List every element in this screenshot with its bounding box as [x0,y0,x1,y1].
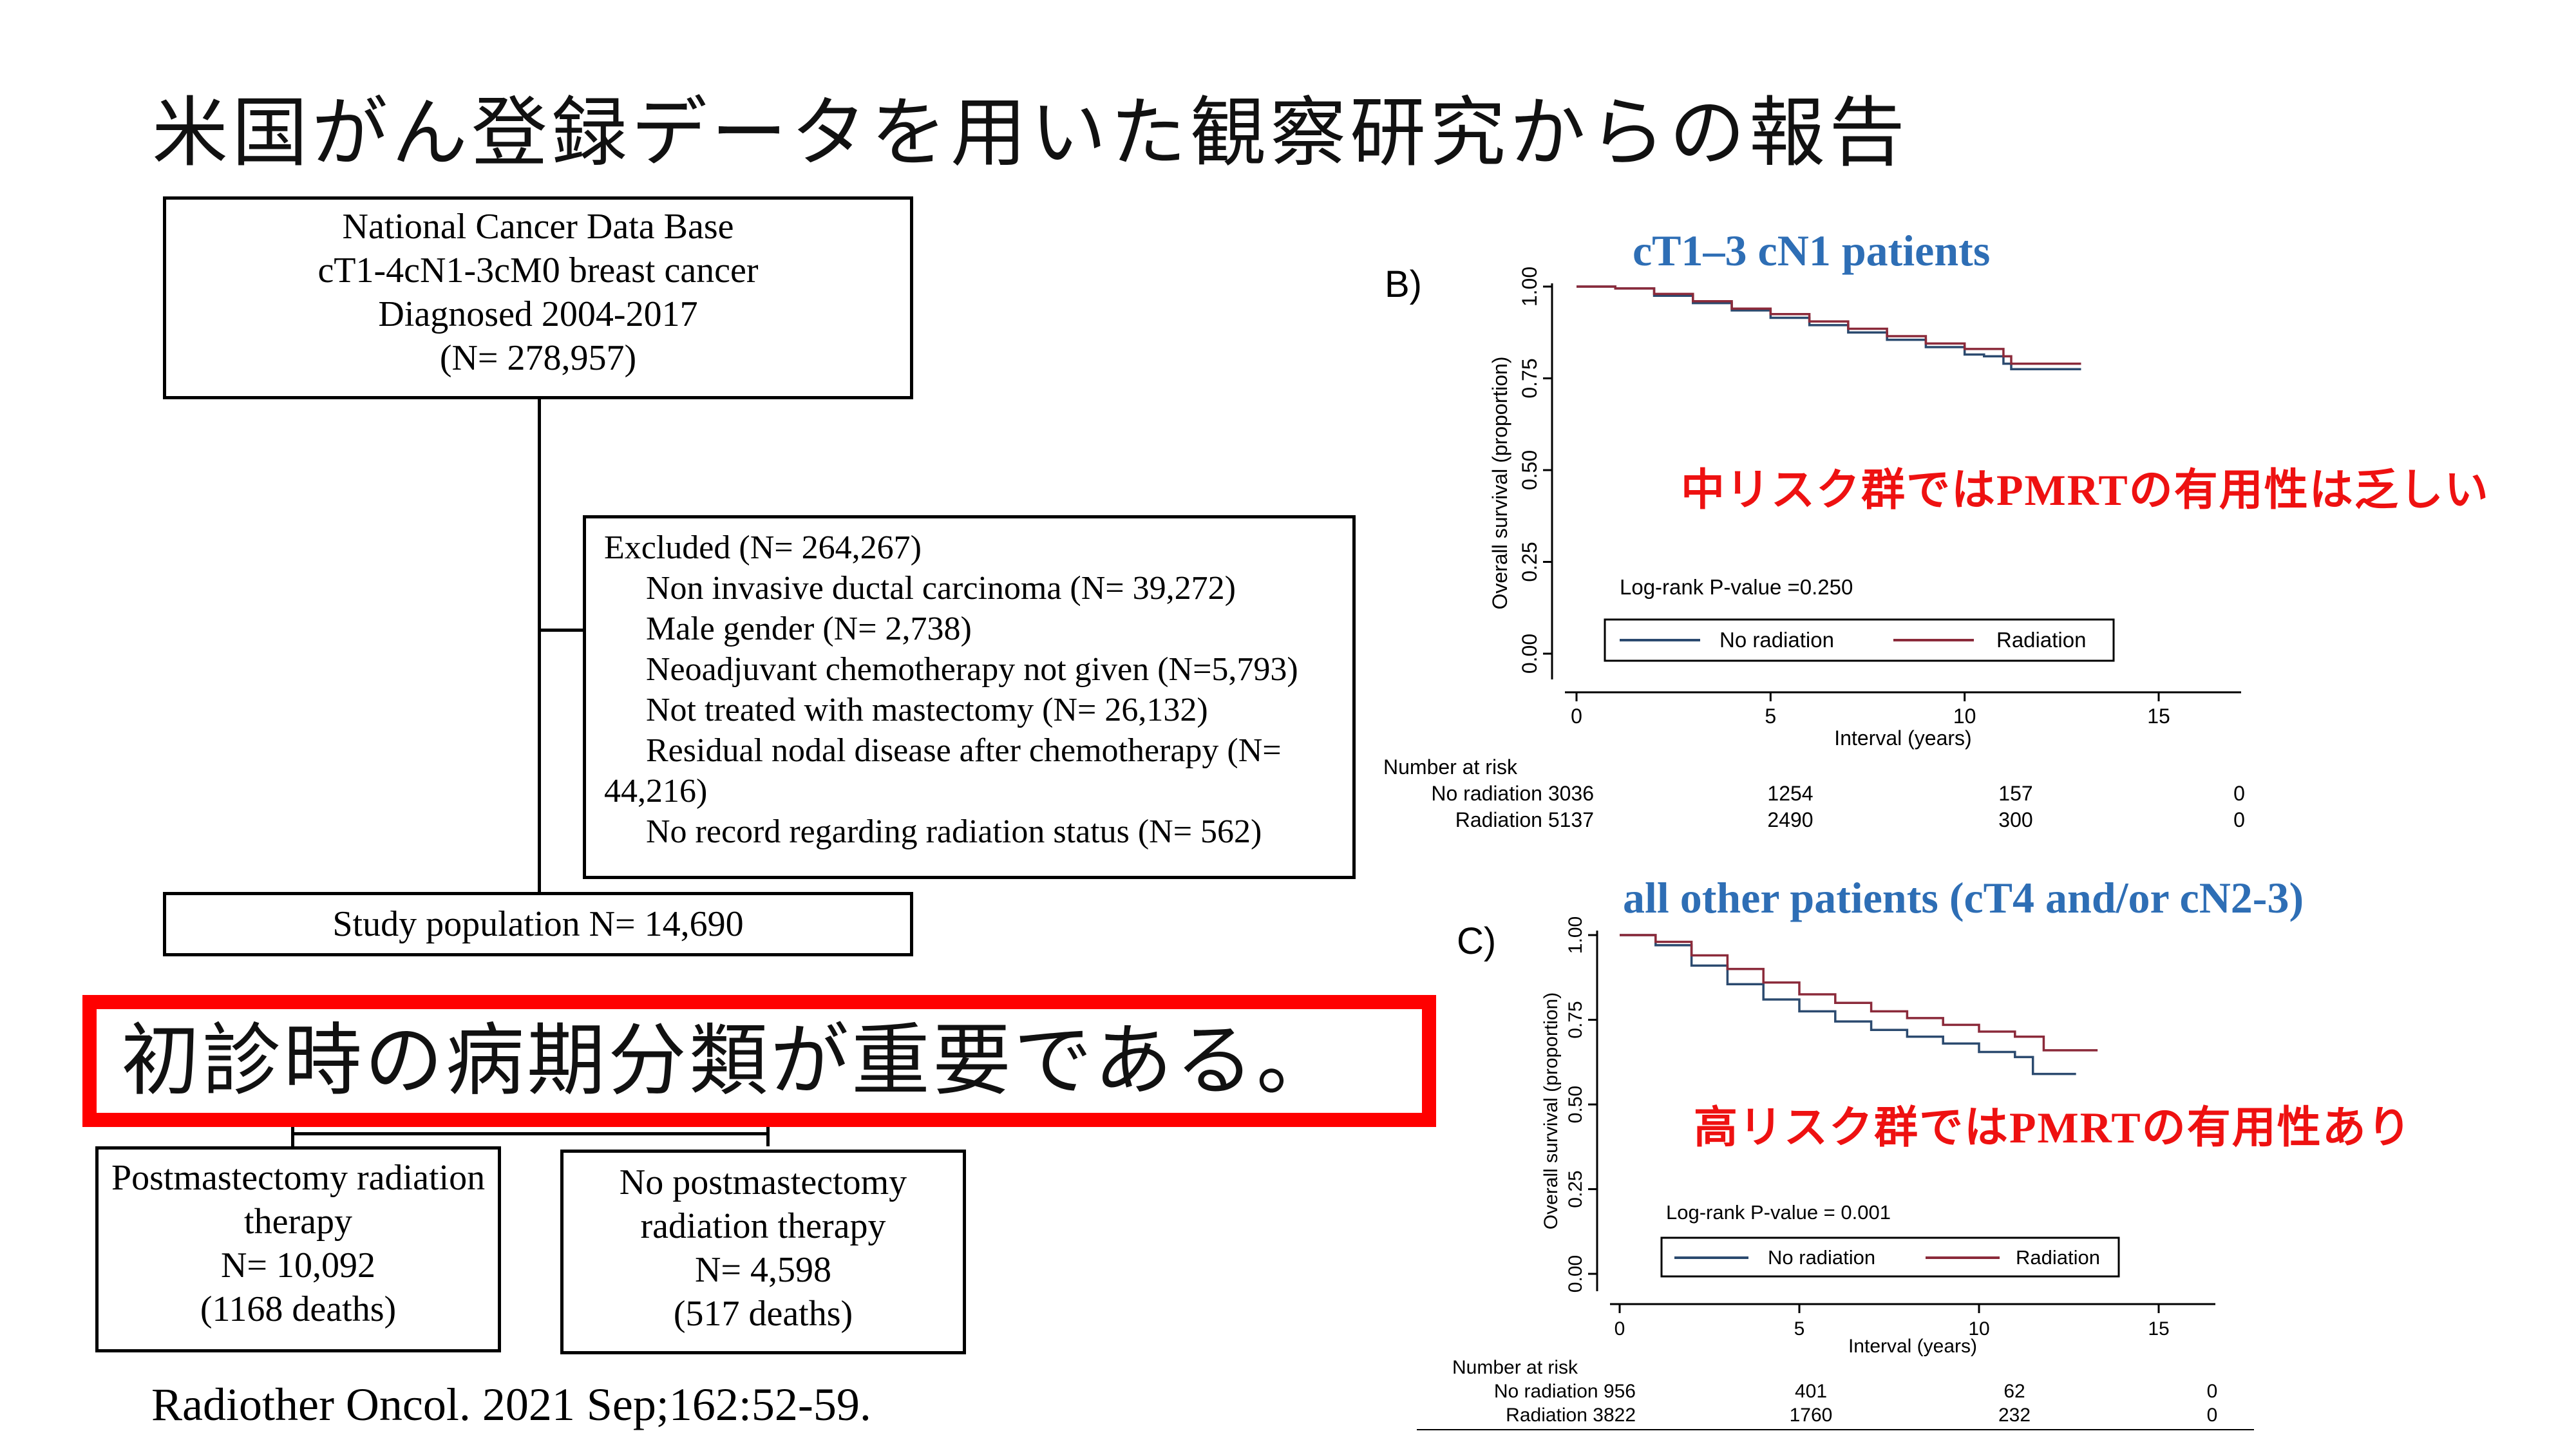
axes-b [1551,283,2241,694]
y-tick-label: 0.75 [1518,358,1541,398]
connector-pmrt [291,1127,294,1146]
x-tick-label: 0 [1571,705,1582,728]
survival-curve-radiation [1620,934,2098,1052]
risk-value: 62 [2003,1381,2025,1402]
risk-value: 0 [2207,1405,2218,1426]
panel-b-note: 中リスク群ではPMRTの有用性は乏しい [1681,466,2490,515]
excluded-item: Male gender (N= 2,738) [646,611,972,647]
risk-value: 232 [1998,1405,2031,1426]
slide-title: 米国がん登録データを用いた観察研究からの報告 [151,88,1909,177]
legend-label-radiation: Radiation [2016,1246,2100,1269]
cohort-line-3: Diagnosed 2004-2017 [378,294,698,334]
excluded-item: Neoadjuvant chemotherapy not given (N=5,… [646,651,1298,688]
risk-value: 300 [1998,808,2032,831]
excluded-item-cont: 44,216) [604,773,708,810]
y-axis-label: Overall survival (proportion) [1540,992,1562,1229]
no-pmrt-line-1: No postmastectomy [619,1162,907,1202]
risk-value: 157 [1998,782,2032,805]
x-axis-label: Interval (years) [1834,726,1971,750]
y-tick-label: 0.25 [1565,1170,1586,1208]
risk-value: 2490 [1767,808,1813,831]
x-tick-label: 10 [1968,1318,1989,1340]
x-tick-label: 0 [1615,1318,1625,1340]
cohort-line-1: National Cancer Data Base [342,207,734,247]
legend-label-no-radiation: No radiation [1719,628,1834,652]
study-population-text: Study population N= 14,690 [332,904,744,944]
axes-c [1596,931,2215,1305]
legend-label-radiation: Radiation [1996,628,2086,652]
risk-row-label-radiation: Radiation 5137 [1455,808,1594,831]
x-axis-label: Interval (years) [1848,1336,1977,1357]
connector-split [291,1132,768,1135]
key-message-callout: 初診時の病期分類が重要である。 [82,995,1436,1127]
y-axis-label: Overall survival (proportion) [1488,356,1511,609]
excluded-item: Residual nodal disease after chemotherap… [646,732,1282,769]
pvalue-text: Log-rank P-value = 0.001 [1666,1201,1891,1224]
risk-table-header: Number at risk [1383,755,1518,779]
no-pmrt-box: No postmastectomy radiation therapy N= 4… [560,1150,966,1354]
legend-label-no-radiation: No radiation [1768,1246,1875,1269]
y-tick-label: 0.00 [1565,1255,1586,1293]
connector-main-1 [538,399,541,893]
legend-box [1604,618,2115,662]
survival-curve-radiation [1577,285,2081,365]
excluded-item: Not treated with mastectomy (N= 26,132) [646,692,1208,728]
x-tick-label: 10 [1953,705,1976,728]
cohort-line-4: (N= 278,957) [439,338,637,378]
citation: Radiother Oncol. 2021 Sep;162:52-59. [151,1379,871,1430]
connector-no-pmrt [766,1127,770,1146]
excluded-item: No record regarding radiation status (N=… [646,813,1262,850]
risk-row-label-no-radiation: No radiation 3036 [1431,782,1594,805]
study-population-box: Study population N= 14,690 [163,892,913,956]
risk-table-header: Number at risk [1452,1357,1578,1378]
pvalue-text: Log-rank P-value =0.250 [1620,575,1853,599]
pmrt-line-3: N= 10,092 [220,1245,376,1285]
x-tick-label: 5 [1765,705,1776,728]
x-tick-label: 5 [1794,1318,1805,1340]
y-tick-label: 0.25 [1518,542,1541,582]
y-tick-label: 0.50 [1565,1086,1586,1123]
cohort-box: National Cancer Data Base cT1-4cN1-3cM0 … [163,196,913,399]
y-tick-label: 0.00 [1518,634,1541,674]
km-chart-c: 0.00 0.25 0.50 0.75 1.00 0 5 10 15 Overall survi… [1417,916,2254,1430]
y-tick-label: 0.50 [1518,450,1541,490]
excluded-box: Excluded (N= 264,267) Non invasive ducta… [583,515,1356,879]
legend-box [1660,1236,2120,1278]
panel-b-title: cT1–3 cN1 patients [1633,226,1991,275]
risk-value: 1760 [1790,1405,1833,1426]
y-tick-label: 1.00 [1518,267,1541,307]
excluded-total: Excluded (N= 264,267) [604,529,922,566]
no-pmrt-line-2: radiation therapy [640,1206,886,1246]
risk-value: 1254 [1767,782,1813,805]
km-chart-b: 0.00 0.25 0.50 0.75 1.00 0 5 10 15 Overall survi… [1383,267,2245,831]
connector-excluded [538,629,586,632]
cohort-line-2: cT1-4cN1-3cM0 breast cancer [317,251,759,290]
risk-row-label-no-radiation: No radiation 956 [1494,1381,1636,1402]
pmrt-line-2: therapy [244,1202,352,1242]
x-tick-label: 15 [2147,705,2170,728]
panel-c-letter: C) [1457,920,1497,962]
y-tick-label: 0.75 [1565,1001,1586,1038]
no-pmrt-line-3: N= 4,598 [694,1250,832,1290]
pmrt-line-4: (1168 deaths) [200,1289,397,1329]
panel-b-letter: B) [1385,263,1422,305]
no-pmrt-line-4: (517 deaths) [673,1294,853,1334]
risk-value: 0 [2233,808,2245,831]
risk-row-label-radiation: Radiation 3822 [1506,1405,1636,1426]
pmrt-box: Postmastectomy radiation therapy N= 10,0… [95,1146,501,1352]
pmrt-line-1: Postmastectomy radiation [111,1158,486,1198]
risk-value: 401 [1795,1381,1827,1402]
excluded-item: Non invasive ductal carcinoma (N= 39,272… [646,570,1236,607]
panel-c-note: 高リスク群ではPMRTの有用性あり [1694,1103,2412,1152]
y-tick-label: 1.00 [1565,916,1586,954]
survival-curve-no-radiation [1620,934,2076,1075]
risk-value: 0 [2233,782,2245,805]
panel-c-title: all other patients (cT4 and/or cN2-3) [1623,873,2304,922]
x-tick-label: 15 [2148,1318,2169,1340]
risk-value: 0 [2207,1381,2218,1402]
